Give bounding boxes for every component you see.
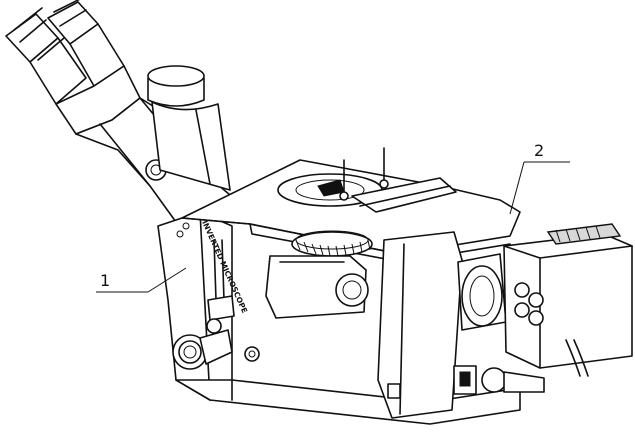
camera-port bbox=[147, 65, 231, 191]
nosepiece-turret bbox=[291, 230, 373, 257]
eyepiece-left bbox=[5, 7, 87, 105]
right-pillar bbox=[377, 231, 545, 419]
callout-label-2: 2 bbox=[534, 141, 544, 160]
lamp-house bbox=[503, 223, 633, 377]
optics-block bbox=[265, 255, 369, 319]
callout-label-1: 1 bbox=[100, 271, 110, 290]
callout-2: 2 bbox=[509, 141, 570, 215]
stage bbox=[181, 147, 521, 334]
callout-1: 1 bbox=[96, 267, 187, 293]
lamp-tube bbox=[457, 253, 507, 331]
